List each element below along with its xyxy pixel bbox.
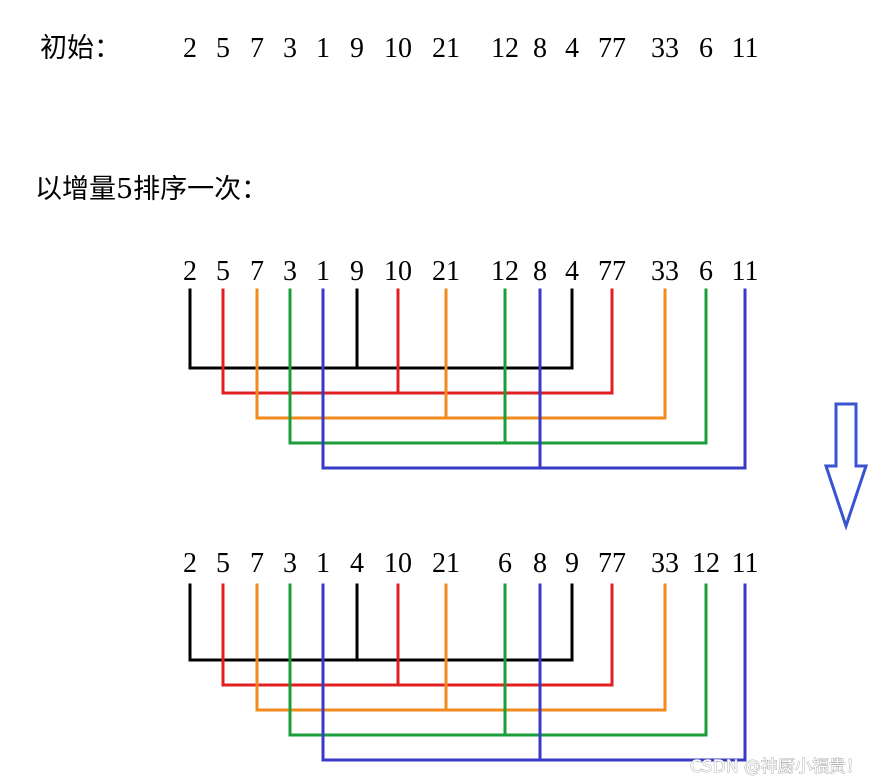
- before-group-connectors: [188, 288, 747, 470]
- after-value-8: 6: [498, 548, 512, 579]
- after-value-5: 4: [350, 548, 364, 579]
- after-value-9: 8: [533, 548, 547, 579]
- after-value-14: 11: [732, 548, 759, 579]
- after-value-0: 2: [183, 548, 197, 579]
- initial-value-0: 2: [183, 33, 197, 64]
- before-value-12: 33: [651, 256, 679, 287]
- before-value-9: 8: [533, 256, 547, 287]
- before-value-14: 11: [732, 256, 759, 287]
- after-value-10: 9: [565, 548, 579, 579]
- initial-value-11: 77: [598, 33, 626, 64]
- before-value-10: 4: [565, 256, 579, 287]
- before-value-7: 21: [432, 256, 460, 287]
- initial-value-6: 10: [384, 33, 412, 64]
- after-value-6: 10: [384, 548, 412, 579]
- after-group-2-connector: [221, 583, 614, 687]
- after-value-12: 33: [651, 548, 679, 579]
- after-value-3: 3: [283, 548, 297, 579]
- after-value-2: 7: [250, 548, 264, 579]
- after-value-11: 77: [598, 548, 626, 579]
- after-group-5-connector: [321, 583, 747, 762]
- initial-label: 初始：: [40, 33, 121, 64]
- before-value-2: 7: [250, 256, 264, 287]
- before-value-4: 1: [316, 256, 330, 287]
- before-group-1-connector: [188, 288, 574, 370]
- after-value-7: 21: [432, 548, 460, 579]
- before-group-3-connector: [255, 288, 667, 420]
- initial-value-10: 4: [565, 33, 579, 64]
- initial-value-13: 6: [699, 33, 713, 64]
- initial-value-4: 1: [316, 33, 330, 64]
- before-value-11: 77: [598, 256, 626, 287]
- before-value-13: 6: [699, 256, 713, 287]
- before-value-5: 9: [350, 256, 364, 287]
- initial-value-8: 12: [491, 33, 519, 64]
- down-arrow-icon: [823, 402, 869, 531]
- after-value-4: 1: [316, 548, 330, 579]
- watermark: CSDN @神厨小福贵！: [690, 757, 863, 777]
- before-value-1: 5: [216, 256, 230, 287]
- initial-value-12: 33: [651, 33, 679, 64]
- before-group-5-connector: [321, 288, 747, 470]
- after-value-1: 5: [216, 548, 230, 579]
- before-group-4-connector: [288, 288, 708, 445]
- before-group-2-connector: [221, 288, 614, 395]
- before-value-3: 3: [283, 256, 297, 287]
- step-label: 以增量5排序一次：: [35, 174, 268, 205]
- after-value-13: 12: [692, 548, 720, 579]
- initial-value-14: 11: [732, 33, 759, 64]
- after-group-3-connector: [255, 583, 667, 712]
- after-group-1-connector: [188, 583, 574, 662]
- initial-value-9: 8: [533, 33, 547, 64]
- before-value-6: 10: [384, 256, 412, 287]
- after-group-4-connector: [288, 583, 708, 737]
- before-value-0: 2: [183, 256, 197, 287]
- initial-value-7: 21: [432, 33, 460, 64]
- initial-value-2: 7: [250, 33, 264, 64]
- initial-value-3: 3: [283, 33, 297, 64]
- initial-value-5: 9: [350, 33, 364, 64]
- before-value-8: 12: [491, 256, 519, 287]
- after-group-connectors: [188, 583, 747, 762]
- initial-value-1: 5: [216, 33, 230, 64]
